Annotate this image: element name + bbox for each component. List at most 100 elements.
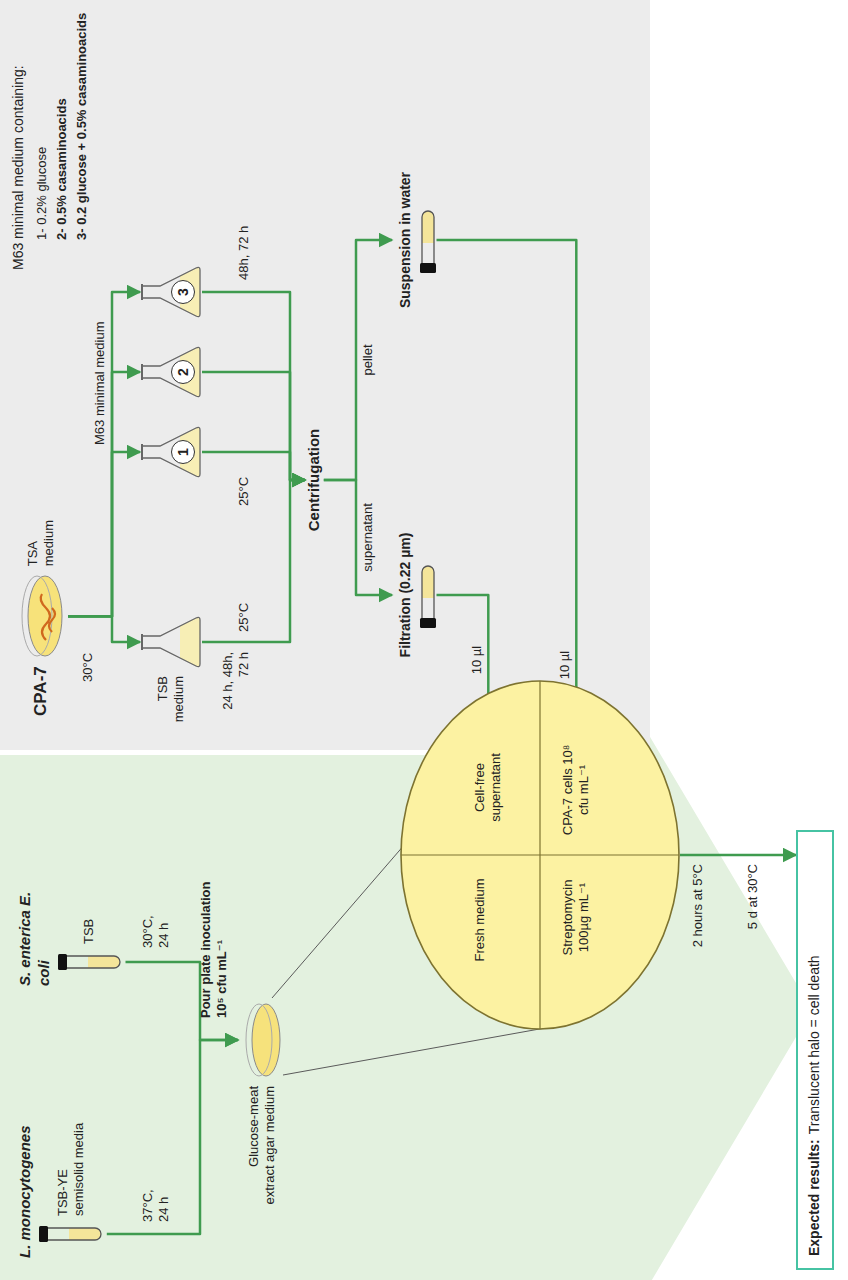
plate-sector: CPA-7 cells 10⁸ cfu mL⁻¹	[560, 735, 593, 845]
flow-arrow	[437, 240, 577, 735]
icon-part	[18, 574, 64, 658]
icon-tubeH	[419, 207, 437, 273]
icon-tubeH	[419, 562, 437, 628]
process-step: Centrifugation	[305, 400, 324, 560]
icon-part	[142, 617, 200, 666]
icon-part	[88, 956, 120, 968]
sector-text: CPA-7 cells 10⁸ cfu mL⁻¹	[560, 735, 593, 845]
icon-part	[39, 1226, 48, 1242]
flow-arrow	[68, 452, 140, 616]
plate-outline	[400, 680, 680, 1030]
annotation-label: 48h, 72 h	[236, 200, 252, 280]
icon-part	[58, 954, 67, 970]
culture-flask: 3	[140, 264, 202, 320]
medium-label: Glucose-meat extract agar medium	[246, 1086, 279, 1206]
process-arrow-band	[0, 720, 812, 1280]
icon-plate	[242, 1002, 282, 1078]
icon-part	[47, 1228, 101, 1240]
annotation-label: 1- 0.2% glucose	[34, 5, 50, 240]
culture-tube: S. enterica E. coliTSB	[12, 840, 126, 990]
icon-part	[422, 566, 434, 619]
sector-text: Streptomycin 100µg mL⁻¹	[560, 860, 593, 975]
edge-label: supernatant	[360, 503, 376, 572]
edge-label: pellet	[360, 344, 376, 375]
icon-part	[419, 207, 437, 273]
result-heading: Expected results:	[806, 1139, 822, 1256]
icon-part	[141, 634, 143, 650]
sample-tube: Filtration (0.22 µm)	[392, 520, 437, 670]
icon-part	[539, 681, 540, 1029]
annotation-label: 5 d at 30°C	[745, 864, 761, 984]
culture-flask: 1	[140, 424, 202, 480]
sector-text: Cell-free supernatant	[472, 730, 505, 845]
icon-part	[242, 1002, 282, 1078]
culture-tube: L. monocytogenesTSB-YE semisolid media	[12, 1062, 107, 1262]
plate-sector: Cell-free supernatant	[472, 730, 505, 845]
medium-label: TSB	[81, 844, 97, 944]
icon-part	[142, 267, 200, 316]
icon-part	[401, 681, 679, 1029]
annotation-label: M63 minimal medium containing:	[10, 5, 28, 270]
icon-part	[419, 562, 437, 628]
cpa7-plate: CPA-7 TSA medium	[14, 510, 68, 720]
strain-name: CPA-7	[30, 666, 51, 716]
flask-number: 2	[171, 360, 195, 384]
flow-arrow	[68, 616, 140, 642]
icon-part	[69, 1228, 101, 1240]
annotation-label: 2 hours at 5°C	[690, 864, 706, 984]
flow-arrow	[107, 1040, 238, 1234]
flow-arrow	[202, 480, 305, 642]
culture-flask: TSB medium	[140, 610, 202, 735]
agar-plate: Glucose-meat extract agar medium	[238, 998, 286, 1210]
medium-label: TSB medium	[155, 676, 188, 731]
icon-flask	[140, 614, 202, 670]
medium-label: TSA medium	[25, 514, 58, 566]
flow-arrow	[680, 854, 796, 857]
medium-label: TSB-YE semisolid media	[55, 1116, 88, 1216]
icon-part	[420, 618, 436, 628]
sector-text: Fresh medium	[472, 860, 488, 980]
flow-arrow	[68, 292, 140, 616]
plate-zoom: Fresh medium Cell-free supernatantStrepto…	[400, 680, 680, 1030]
icon-tubeV	[58, 952, 122, 972]
icon-part	[22, 576, 52, 656]
plate-sector: Fresh medium	[472, 860, 488, 980]
annotation-label: 25°C	[236, 466, 252, 506]
icon-tubeV	[39, 1224, 103, 1244]
flask-number: 1	[171, 440, 195, 464]
icon-part	[41, 594, 55, 640]
culture-flask: 2	[140, 344, 202, 400]
annotation-label: 37°C, 24 h	[140, 1174, 173, 1222]
annotation-label: 2- 0.5% casaminoacids	[54, 5, 70, 240]
icon-part	[252, 1004, 280, 1076]
icon-part	[420, 263, 436, 273]
flask-number: 3	[171, 280, 195, 304]
icon-part	[422, 211, 434, 264]
icon-part	[142, 347, 200, 396]
icon-part	[66, 956, 120, 968]
step-name: Filtration (0.22 µm)	[397, 533, 415, 658]
flow-arrow	[324, 480, 392, 595]
icon-part	[142, 427, 200, 476]
annotation-label: M63 minimal medium	[92, 295, 108, 445]
plate-sector: Streptomycin 100µg mL⁻¹	[560, 860, 593, 975]
tube-row: TSB	[58, 844, 122, 986]
icon-part	[140, 614, 202, 670]
icon-part	[141, 364, 143, 380]
cpa7-panel	[0, 0, 650, 750]
icon-part	[141, 284, 143, 300]
icon-dish	[18, 574, 64, 658]
result-box: Expected results:Translucent halo = cell…	[796, 830, 834, 1270]
edge-label: 10 µl	[469, 646, 485, 674]
icon-part	[58, 952, 122, 972]
annotation-label: 30°C, 24 h	[140, 898, 173, 948]
step-name: Centrifugation	[305, 400, 324, 560]
icon-part	[422, 566, 434, 598]
sample-tube: Suspension in water	[392, 165, 437, 315]
flow-arrow	[202, 292, 305, 480]
icon-part	[141, 444, 143, 460]
edge-label: 10 µl	[557, 651, 573, 679]
flow-arrow	[324, 240, 392, 480]
